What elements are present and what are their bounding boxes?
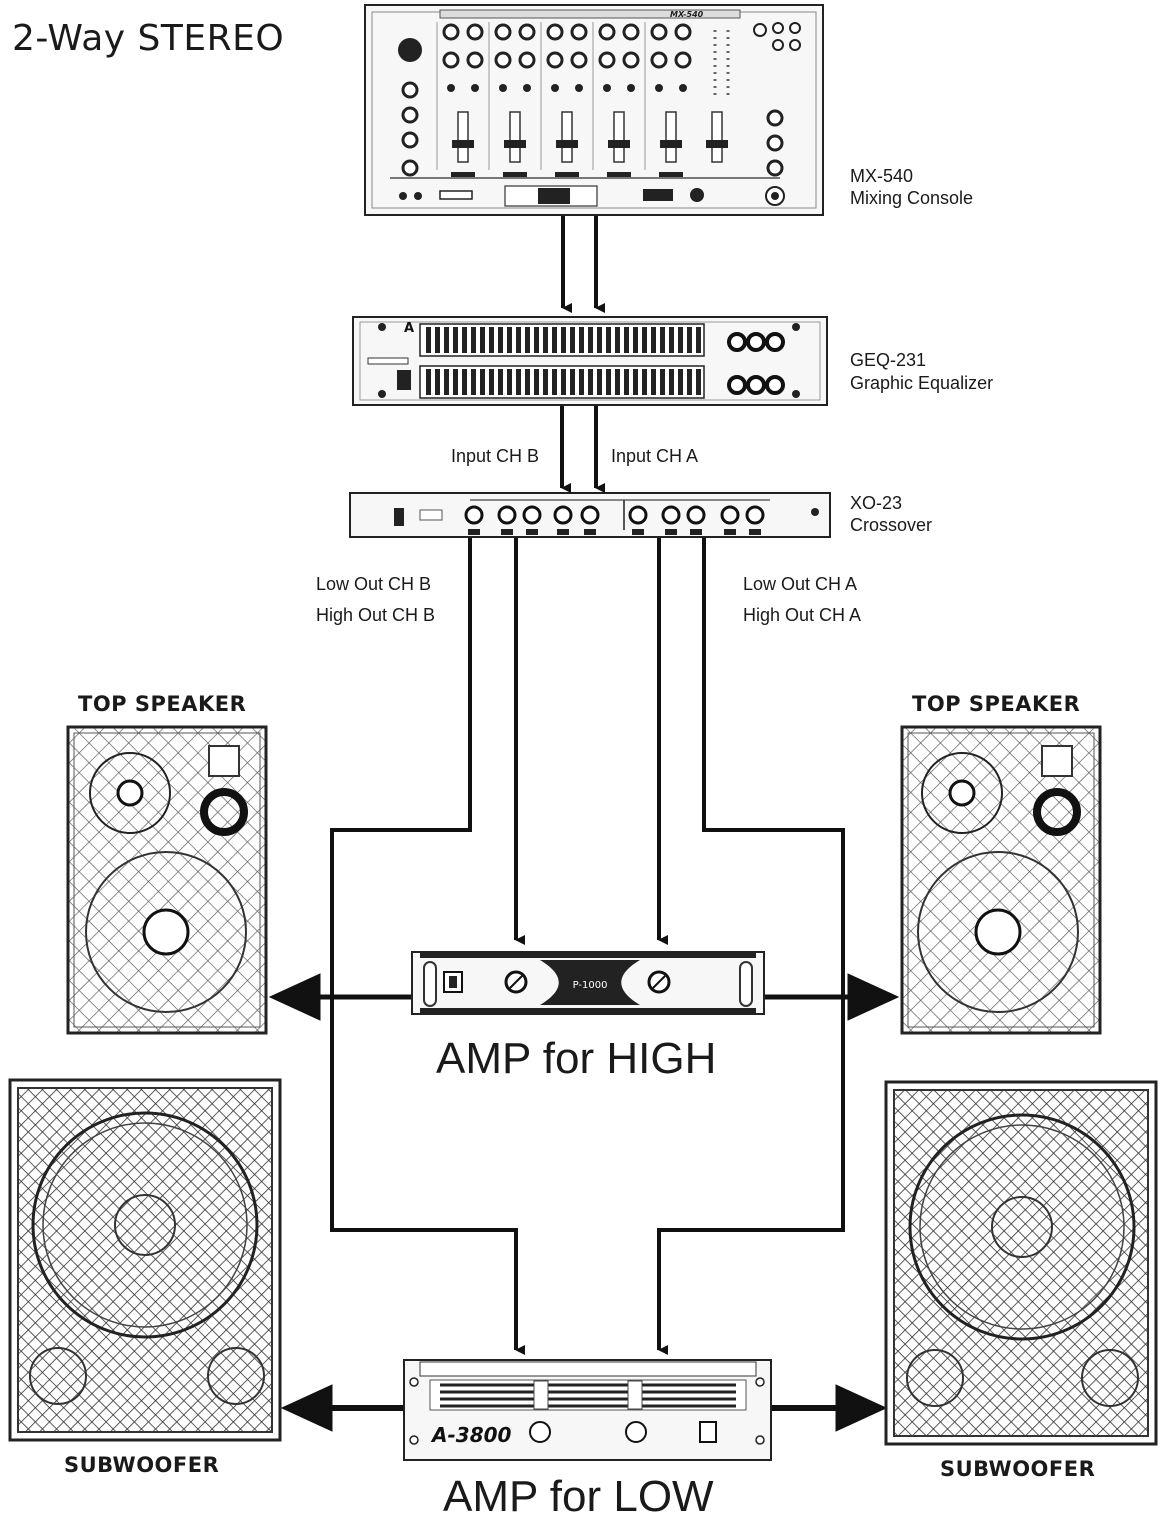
amp-low-panel-text: A-3800 (430, 1423, 512, 1447)
eq-model-label: GEQ-231 (850, 350, 927, 370)
xo-type-label: Crossover (850, 515, 933, 535)
mixer-type-label: Mixing Console (850, 188, 974, 208)
subwoofer-right-label: SUBWOOFER (940, 1457, 1096, 1481)
top-speaker-right (900, 725, 1102, 1035)
high-out-ch-b-label: High Out CH B (316, 605, 436, 625)
amp-high-label: AMP for HIGH (436, 1034, 717, 1083)
xo-model-label: XO-23 (850, 493, 903, 513)
signal-lines (330, 216, 845, 1355)
subwoofer-right (884, 1080, 1158, 1446)
mixer-model-label: MX-540 (850, 166, 914, 186)
mixer-unit: MX-540 (364, 4, 824, 216)
input-ch-b-label: Input CH B (451, 446, 540, 466)
subwoofer-left-label: SUBWOOFER (64, 1453, 220, 1477)
eq-channel-mark: A (404, 321, 414, 336)
equalizer-unit: A (352, 316, 828, 406)
low-out-ch-b-label: Low Out CH B (316, 574, 432, 594)
amp-low-label: AMP for LOW (443, 1472, 714, 1521)
top-speaker-left (66, 725, 268, 1035)
low-out-ch-a-label: Low Out CH A (743, 574, 858, 594)
top-speaker-left-label: TOP SPEAKER (78, 692, 247, 716)
amp-high-unit: P-1000 (411, 951, 765, 1015)
amp-low-unit: A-3800 (403, 1359, 772, 1461)
page-title: 2-Way STEREO (12, 18, 285, 59)
top-speaker-right-label: TOP SPEAKER (912, 692, 1081, 716)
input-ch-a-label: Input CH A (611, 446, 699, 466)
output-arrows (268, 973, 900, 1432)
subwoofer-left (8, 1078, 282, 1442)
crossover-unit (349, 492, 831, 538)
mixer-panel-text: MX-540 (670, 10, 704, 19)
eq-type-label: Graphic Equalizer (850, 373, 994, 393)
high-out-ch-a-label: High Out CH A (743, 605, 862, 625)
amp-high-panel-text: P-1000 (573, 980, 608, 991)
